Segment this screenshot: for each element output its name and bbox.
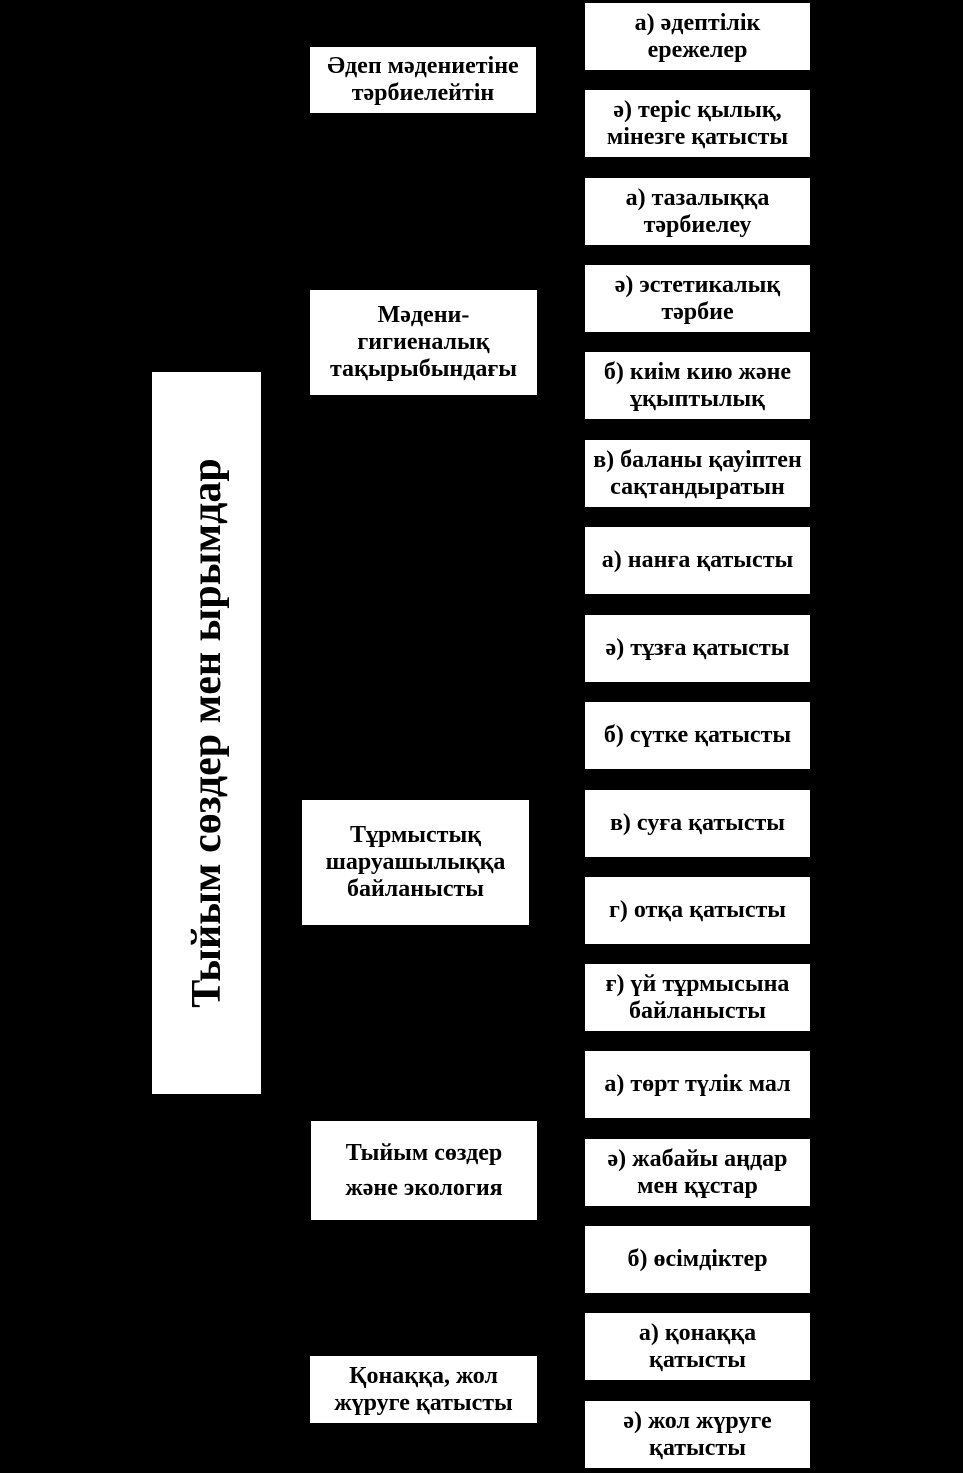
- category-box-konakka-zhol: Қонаққа, жол жүруге қатысты: [310, 1356, 537, 1423]
- category-box-turmystyk-sharuashylyk: Тұрмыстық шаруашылыққа байланысты: [302, 800, 529, 925]
- leaf-box-zhol-zhuruge-katysty: ә) жол жүруге қатысты: [585, 1401, 810, 1468]
- leaf-box-otka-katysty: г) отқа қатысты: [585, 877, 810, 944]
- leaf-box-kiim-kiyu: б) киім кию және ұқыптылық: [585, 352, 810, 419]
- leaf-box-adeptilik-erezheler: а) әдептілік ережелер: [585, 3, 810, 70]
- leaf-box-ui-turmysyna: ғ) үй тұрмысына байланысты: [585, 964, 810, 1031]
- root-title-label: Тыйым сөздер мен ырымдар: [183, 458, 230, 1008]
- leaf-box-zhabaiy-andar: ә) жабайы аңдар мен құстар: [585, 1139, 810, 1206]
- category-box-madeni-gigienalyk: Мәдени- гигиеналық тақырыбындағы: [310, 290, 537, 395]
- leaf-box-tort-tulik-mal: а) төрт түлік мал: [585, 1051, 810, 1118]
- leaf-box-osimdikter: б) өсімдіктер: [585, 1226, 810, 1293]
- leaf-box-teris-kylyk: ә) теріс қылық, мінезге қатысты: [585, 90, 810, 157]
- leaf-box-nanga-katysty: а) нанға қатысты: [585, 527, 810, 594]
- leaf-box-suga-katysty: в) суға қатысты: [585, 790, 810, 857]
- leaf-box-balany-kauipten: в) баланы қауіптен сақтандыратын: [585, 440, 810, 507]
- leaf-box-tuzga-katysty: ә) тұзға қатысты: [585, 615, 810, 682]
- leaf-box-tazalykka-tarbieleu: а) тазалыққа тәрбиелеу: [585, 178, 810, 245]
- leaf-box-estetikalyk-tarbie: ә) эстетикалық тәрбие: [585, 265, 810, 332]
- category-box-adep-madenietine: Әдеп мәдениетіне тәрбиелейтін: [310, 47, 536, 113]
- category-box-tyiym-sozder-ekologiya: Тыйым сөздер және экология: [311, 1121, 537, 1220]
- root-title-box: Тыйым сөздер мен ырымдар: [152, 372, 261, 1094]
- leaf-box-konakka-katysty: а) қонаққа қатысты: [585, 1313, 810, 1380]
- leaf-box-sutke-katysty: б) сүтке қатысты: [585, 702, 810, 769]
